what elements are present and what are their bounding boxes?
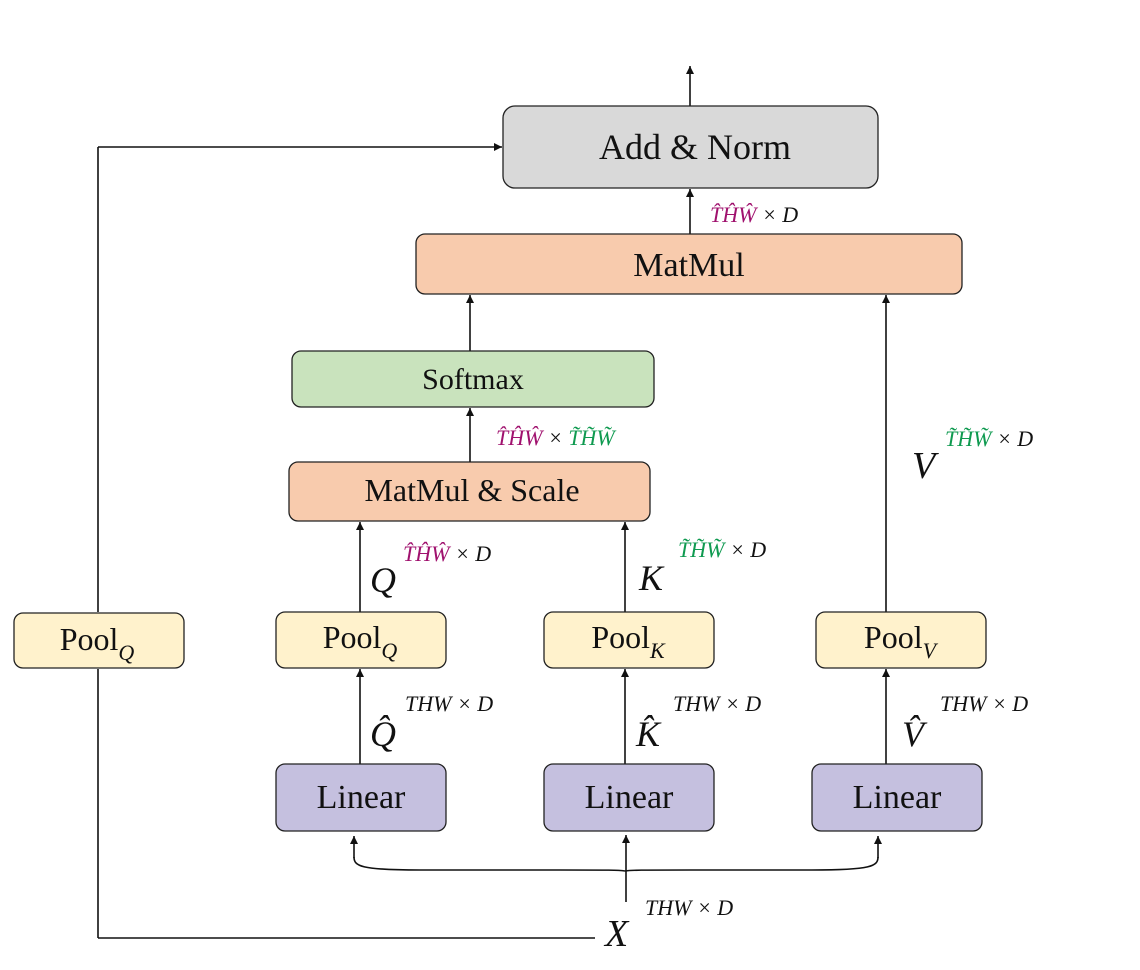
softmax-block: Softmax bbox=[291, 350, 655, 408]
linear-q-block: Linear bbox=[275, 763, 447, 832]
matmul-label: MatMul bbox=[633, 247, 744, 284]
pool-q-side-block: PoolQ bbox=[13, 612, 185, 669]
attention-hat-dims: T̂ĤŴ bbox=[496, 425, 544, 450]
pool-k-base: Pool bbox=[591, 619, 650, 655]
v-symbol: V bbox=[912, 445, 939, 487]
linear-v-block: Linear bbox=[811, 763, 983, 832]
attention-times: × bbox=[542, 425, 568, 450]
k-symbol: K bbox=[638, 558, 665, 598]
add-norm-box bbox=[502, 105, 879, 189]
matmul-scale-block: MatMul & Scale bbox=[288, 461, 651, 522]
connectors bbox=[97, 66, 890, 939]
linear-k-box bbox=[543, 763, 715, 832]
linear-v-box bbox=[811, 763, 983, 832]
add-norm-label: Add & Norm bbox=[599, 127, 791, 167]
pool-v-block: PoolV bbox=[815, 611, 987, 669]
attention-dims: T̂ĤŴ × T̃H̃W̃ bbox=[496, 425, 616, 450]
v-hat-dims-label: THW × D bbox=[940, 691, 1028, 716]
q-symbol: Q bbox=[370, 560, 396, 600]
k-dims-rest: × D bbox=[724, 537, 766, 562]
attention-tilde-dims: T̃H̃W̃ bbox=[568, 425, 616, 450]
q-hat-dims: T̂ĤŴ bbox=[403, 541, 451, 566]
pool-q-side-base: Pool bbox=[60, 621, 119, 657]
matmul-scale-box bbox=[288, 461, 651, 522]
matmul-box bbox=[415, 233, 963, 295]
matmul-out-dims: T̂ĤŴ × D bbox=[710, 202, 798, 227]
pool-v-box bbox=[815, 611, 987, 669]
v-dims: T̃H̃W̃ × D bbox=[945, 426, 1033, 451]
softmax-label: Softmax bbox=[422, 363, 524, 396]
linear-q-label: Linear bbox=[317, 779, 406, 816]
q-hat-dims-label: THW × D bbox=[405, 691, 493, 716]
input-curve-right bbox=[624, 856, 879, 872]
matmul-scale-label: MatMul & Scale bbox=[364, 472, 579, 508]
pool-q-side-box bbox=[13, 612, 185, 669]
pool-q-block: PoolQ bbox=[275, 611, 447, 669]
pool-k-label: PoolK bbox=[591, 619, 666, 663]
pool-q-sub: Q bbox=[381, 638, 397, 663]
pool-v-label: PoolV bbox=[864, 619, 939, 663]
matmul-out-hat-dims: T̂ĤŴ bbox=[710, 202, 758, 227]
pool-q-label: PoolQ bbox=[323, 619, 398, 663]
pool-k-box bbox=[543, 611, 715, 669]
v-dims-rest: × D bbox=[991, 426, 1033, 451]
pool-k-sub: K bbox=[649, 638, 666, 663]
pool-v-sub: V bbox=[923, 638, 939, 663]
k-dims: T̃H̃W̃ × D bbox=[678, 537, 766, 562]
q-dims-rest: × D bbox=[449, 541, 491, 566]
pool-k-block: PoolK bbox=[543, 611, 715, 669]
pool-q-base: Pool bbox=[323, 619, 382, 655]
softmax-box bbox=[291, 350, 655, 408]
k-hat-symbol: K̂ bbox=[635, 714, 662, 754]
v-tilde-dims: T̃H̃W̃ bbox=[945, 426, 993, 451]
v-hat-symbol: V̂ bbox=[902, 714, 928, 754]
pool-v-base: Pool bbox=[864, 619, 923, 655]
k-hat-dims-label: THW × D bbox=[673, 691, 761, 716]
k-tilde-dims: T̃H̃W̃ bbox=[678, 537, 726, 562]
linear-q-box bbox=[275, 763, 447, 832]
pool-q-side-label: PoolQ bbox=[60, 621, 135, 665]
x-dims-label: THW × D bbox=[645, 895, 733, 920]
matmul-block: MatMul bbox=[415, 233, 963, 295]
add-norm-block: Add & Norm bbox=[502, 105, 879, 189]
linear-v-label: Linear bbox=[853, 779, 942, 816]
x-symbol: X bbox=[603, 913, 630, 955]
input-curve-left bbox=[353, 856, 626, 872]
linear-k-block: Linear bbox=[543, 763, 715, 832]
pool-q-box bbox=[275, 611, 447, 669]
linear-k-label: Linear bbox=[585, 779, 674, 816]
q-dims: T̂ĤŴ × D bbox=[403, 541, 491, 566]
q-hat-symbol: Q̂ bbox=[370, 714, 396, 754]
pool-q-side-sub: Q bbox=[118, 640, 134, 665]
matmul-out-rest: × D bbox=[756, 202, 798, 227]
